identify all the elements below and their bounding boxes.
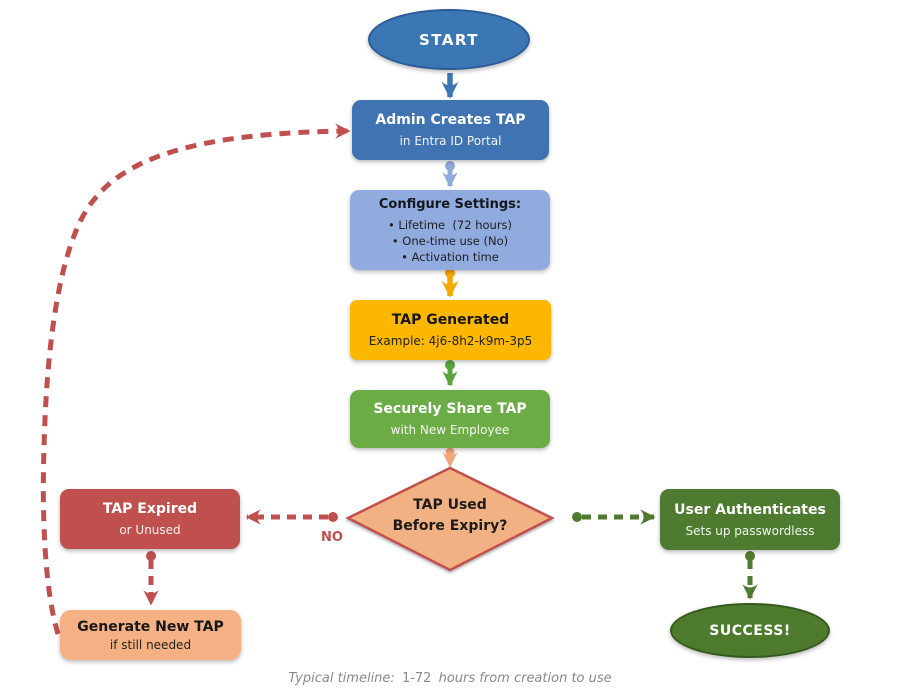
- decision-label: TAP Used Before Expiry?: [366, 495, 534, 537]
- node-subtitle: with New Employee: [390, 423, 510, 437]
- node-subtitle: Sets up passwordless: [685, 523, 815, 538]
- node-subtitle: or Unused: [119, 523, 181, 537]
- node-start: START: [368, 9, 530, 70]
- node-title: TAP Expired: [102, 501, 198, 517]
- connector-dot: [445, 268, 455, 278]
- start-label: START: [418, 30, 480, 49]
- decision-diamond: [345, 466, 555, 572]
- node-tap-expired: TAP Expired or Unused: [60, 489, 240, 549]
- node-success: SUCCESS!: [670, 603, 830, 658]
- node-subtitle: Example: 4j6-8h2-k9m-3p5: [368, 334, 533, 348]
- node-subtitle: in Entra ID Portal: [399, 134, 502, 148]
- decision-line1: TAP Used: [413, 497, 487, 513]
- timeline-caption: Typical timeline: 1-72 hours from creati…: [0, 671, 900, 686]
- connector-dot: [445, 161, 455, 171]
- node-tap-generated: TAP Generated Example: 4j6-8h2-k9m-3p5: [350, 300, 551, 360]
- connector-dot: [445, 360, 455, 370]
- node-configure-settings: Configure Settings: • Lifetime (72 hours…: [350, 190, 550, 270]
- decision-line2: Before Expiry?: [392, 518, 508, 534]
- setting-bullet: • Activation time: [401, 249, 499, 264]
- arrow-generate-to-admin: [40, 123, 351, 635]
- connector-dot: [328, 512, 338, 522]
- node-subtitle: if still needed: [109, 637, 192, 652]
- node-securely-share-tap: Securely Share TAP with New Employee: [350, 390, 550, 448]
- node-title: User Authenticates: [674, 501, 826, 518]
- node-title: Securely Share TAP: [373, 401, 527, 417]
- setting-bullet: • One-time use (No): [391, 233, 509, 248]
- node-title: Admin Creates TAP: [375, 112, 526, 128]
- node-admin-creates-tap: Admin Creates TAP in Entra ID Portal: [352, 100, 549, 160]
- connector-dot: [146, 551, 156, 561]
- caption-highlight: 1-72: [401, 671, 432, 686]
- node-title: TAP Generated: [391, 312, 510, 328]
- node-title: Configure Settings:: [378, 196, 522, 212]
- node-generate-new-tap: Generate New TAP if still needed: [60, 610, 241, 660]
- success-label: SUCCESS!: [709, 622, 791, 639]
- node-title: Generate New TAP: [77, 618, 224, 635]
- caption-prefix: Typical timeline:: [288, 671, 395, 686]
- setting-bullet: • Lifetime (72 hours): [387, 217, 513, 232]
- connector-dot: [745, 551, 755, 561]
- node-user-authenticates: User Authenticates Sets up passwordless: [660, 489, 840, 550]
- caption-suffix: hours from creation to use: [438, 671, 612, 686]
- edge-label-no: NO: [321, 530, 343, 545]
- connector-dot: [572, 512, 582, 522]
